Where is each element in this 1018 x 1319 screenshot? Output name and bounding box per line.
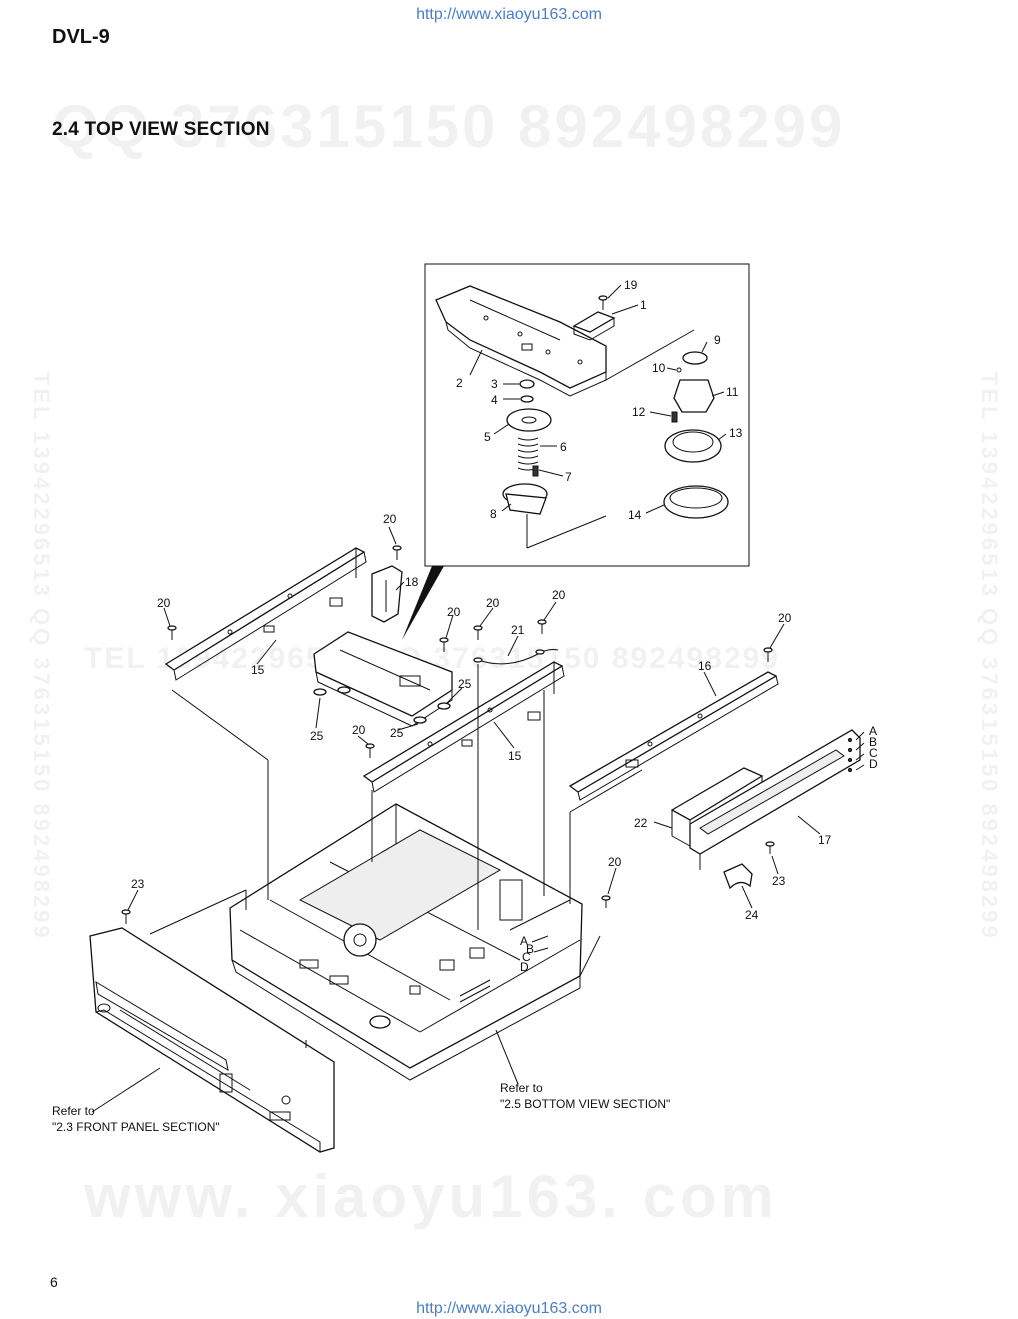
- bracket-24: [723, 863, 753, 890]
- front-panel-ref-line1: Refer to: [52, 1104, 95, 1118]
- reference-notes: Refer to "2.3 FRONT PANEL SECTION" Refer…: [52, 1081, 670, 1134]
- callout-20e: 20: [552, 588, 566, 602]
- top-plate: [435, 285, 607, 397]
- callout-20b: 20: [157, 596, 171, 610]
- screw: [439, 637, 449, 652]
- callout-22: 22: [634, 816, 648, 830]
- callout-10: 10: [652, 361, 666, 375]
- connector-a-right: A: [869, 724, 877, 738]
- screw: [473, 625, 483, 640]
- connector-c-right: C: [869, 746, 878, 760]
- inset-leaders: [469, 284, 727, 514]
- connector-b-left: B: [526, 942, 534, 956]
- callout-labels: 19 1 2 3 4 5 6 7 8 9 10 11 12 13 14 20 1…: [131, 278, 878, 974]
- callout-25b: 25: [310, 729, 324, 743]
- callout-25c: 25: [390, 726, 404, 740]
- source-url-top[interactable]: http://www.xiaoyu163.com: [416, 6, 602, 23]
- watermark-bottom: www. xiaoyu163. com: [84, 1163, 779, 1230]
- side-rail-right: [362, 661, 565, 793]
- watermark-vertical-left: TEL 13942296513 QQ 376315150 892498299: [29, 372, 54, 941]
- callout-20a: 20: [383, 512, 397, 526]
- screw: [365, 743, 375, 758]
- connector-a-left: A: [520, 934, 528, 948]
- screw: [601, 895, 611, 908]
- clamper-stack: [526, 329, 729, 549]
- callout-2: 2: [456, 376, 463, 390]
- callout-16: 16: [698, 659, 712, 673]
- connector-d-left: D: [520, 960, 529, 974]
- callout-13: 13: [729, 426, 743, 440]
- screw: [392, 545, 402, 560]
- callout-12: 12: [632, 405, 646, 419]
- callout-15a: 15: [251, 663, 265, 677]
- small-bracket: [572, 311, 616, 341]
- callout-6: 6: [560, 440, 567, 454]
- callout-11: 11: [726, 385, 739, 399]
- model-name: DVL-9: [52, 26, 110, 48]
- callout-23a: 23: [772, 874, 786, 888]
- callout-leaders: [91, 526, 865, 1113]
- watermark-top: QQ 376315150 892498299: [52, 93, 846, 160]
- cable-21: [473, 649, 559, 665]
- callout-4: 4: [491, 393, 498, 407]
- callout-20d: 20: [486, 596, 500, 610]
- screw: [763, 647, 773, 662]
- callout-17: 17: [818, 833, 832, 847]
- connector-b-right: B: [869, 735, 877, 749]
- callout-21: 21: [511, 623, 525, 637]
- callout-24: 24: [745, 908, 759, 922]
- loading-tray-assembly: [313, 631, 453, 727]
- alignment-lines: [149, 664, 643, 1048]
- bottom-view-ref-line1: Refer to: [500, 1081, 543, 1095]
- inset-frame: [424, 263, 750, 567]
- connector-c-left: C: [522, 950, 531, 964]
- detail-inset: [402, 263, 750, 640]
- screw: [167, 625, 177, 640]
- side-rail-left: [164, 547, 367, 681]
- section-title: 2.4 TOP VIEW SECTION: [52, 119, 270, 140]
- callout-3: 3: [491, 377, 498, 391]
- callout-8: 8: [490, 507, 497, 521]
- page-number: 6: [50, 1274, 58, 1290]
- rail-16: [568, 671, 779, 801]
- callout-5: 5: [484, 430, 491, 444]
- callout-14: 14: [628, 508, 642, 522]
- turntable-stack: [502, 379, 552, 548]
- circuit-board-17: [689, 729, 861, 870]
- connector-d-right: D: [869, 757, 878, 771]
- inset-pointer: [402, 566, 444, 640]
- callout-20f: 20: [778, 611, 792, 625]
- callout-18: 18: [405, 575, 419, 589]
- callout-20g: 20: [352, 723, 366, 737]
- screw: [765, 841, 775, 854]
- screw-19: [598, 295, 608, 310]
- callout-9: 9: [714, 333, 721, 347]
- callout-19: 19: [624, 278, 638, 292]
- callout-20h: 20: [608, 855, 622, 869]
- tray-bracket: [371, 565, 403, 623]
- source-url-bottom[interactable]: http://www.xiaoyu163.com: [416, 1300, 602, 1317]
- screws: [121, 545, 775, 924]
- callout-1: 1: [640, 298, 647, 312]
- callout-7: 7: [565, 470, 572, 484]
- screw: [121, 909, 131, 924]
- main-chassis: [229, 803, 583, 1081]
- callout-15b: 15: [508, 749, 522, 763]
- front-panel: [89, 927, 335, 1153]
- screw: [537, 619, 547, 634]
- callout-20c: 20: [447, 605, 461, 619]
- bottom-view-ref-line2: "2.5 BOTTOM VIEW SECTION": [500, 1097, 670, 1111]
- callout-23b: 23: [131, 877, 145, 891]
- watermark-vertical-right: TEL 13942296513 QQ 376315150 892498299: [977, 372, 1002, 941]
- front-panel-ref-line2: "2.3 FRONT PANEL SECTION": [52, 1120, 220, 1134]
- callout-25a: 25: [458, 677, 472, 691]
